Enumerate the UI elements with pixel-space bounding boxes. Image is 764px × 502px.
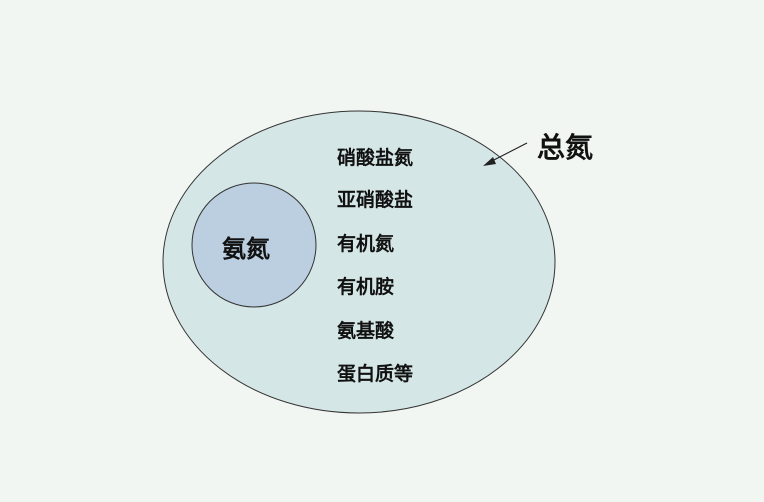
ammonia-nitrogen-circle [191, 182, 317, 308]
item-organic-amine: 有机胺 [337, 276, 395, 298]
item-organic-nitrogen: 有机氮 [337, 233, 395, 255]
item-nitrite: 亚硝酸盐 [337, 189, 414, 211]
item-amino-acid: 氨基酸 [337, 320, 395, 342]
item-nitrate-nitrogen: 硝酸盐氮 [337, 147, 414, 169]
total-nitrogen-label: 总氮 [537, 131, 594, 164]
arrow-icon [483, 142, 528, 166]
ammonia-nitrogen-label: 氨氮 [222, 235, 270, 263]
item-protein-etc: 蛋白质等 [337, 363, 414, 385]
